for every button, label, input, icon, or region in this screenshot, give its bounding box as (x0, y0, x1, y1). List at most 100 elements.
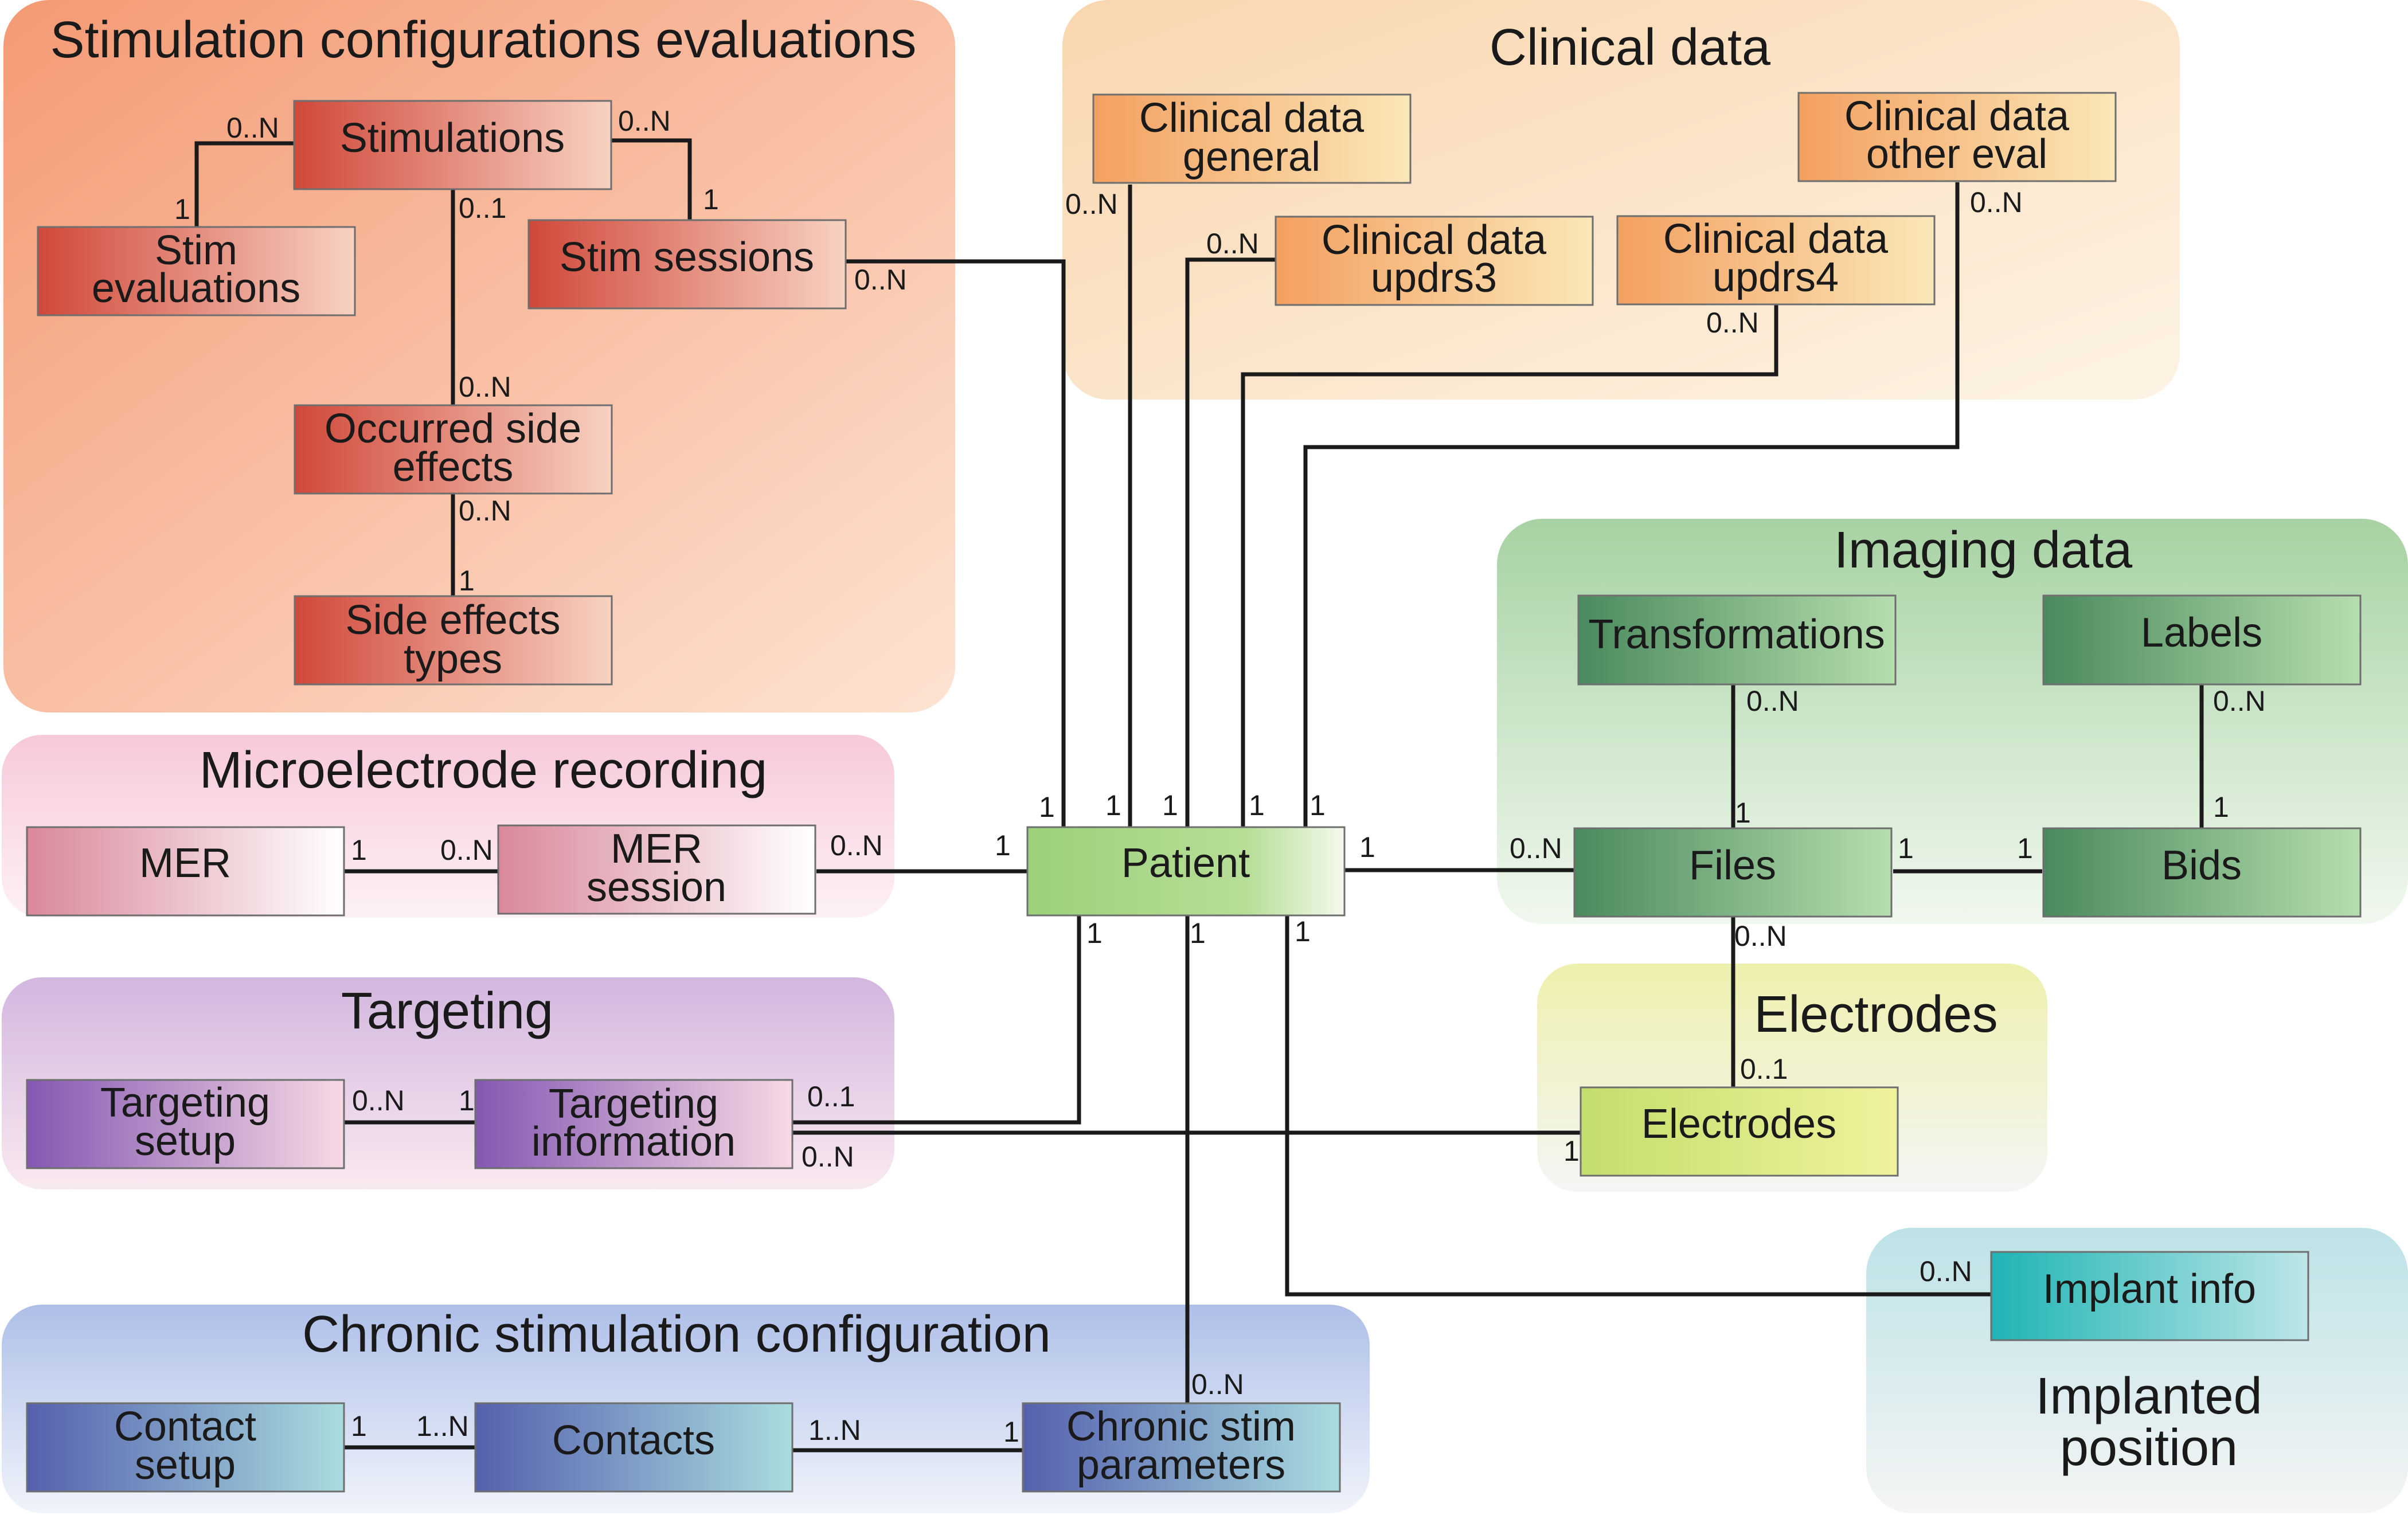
group-title-chronic: Chronic stimulation configuration (302, 1306, 1051, 1363)
entity-chronic-stim-parameters-label-1: Chronic stim (1066, 1404, 1296, 1450)
entity-stim-sessions-label: Stim sessions (560, 234, 814, 280)
entity-targeting-information[interactable] (474, 1079, 793, 1169)
group-title-clinical: Clinical data (1490, 19, 1771, 76)
card-updrs4-to-patient: 0..N (1706, 307, 1759, 339)
card-patient-right: 1 (1359, 831, 1375, 863)
card-files-to-electrodes-b: 0..1 (1740, 1053, 1788, 1085)
cardinality-labels: 0..N 1 0..N 1 0..1 0..N 0..N 1 0..N 0..N… (174, 105, 2266, 1448)
entity-clinical-updrs4[interactable] (1616, 215, 1936, 306)
card-patient-top-2: 1 (1105, 789, 1121, 821)
card-contacts-to-params-b: 1 (1003, 1416, 1019, 1448)
entity-clinical-general-label-2: general (1183, 134, 1320, 180)
entity-clinical-updrs4-label-1: Clinical data (1663, 216, 1889, 262)
entity-patient-label: Patient (1121, 840, 1250, 886)
group-title-mer: Microelectrode recording (200, 742, 767, 799)
card-tsetup-to-tinfo-a: 0..N (352, 1085, 405, 1117)
link-other-to-patient (1303, 182, 1960, 827)
entity-files[interactable] (1573, 827, 1893, 918)
entity-stim-sessions[interactable] (527, 219, 847, 310)
card-stims-to-sessions-b: 1 (703, 183, 719, 216)
card-files-from-patient: 0..N (1510, 832, 1562, 864)
entity-clinical-other-eval[interactable] (1797, 92, 2117, 182)
link-updrs3-to-patient (1185, 257, 1276, 827)
entity-contacts-label: Contacts (552, 1418, 715, 1463)
entity-chronic-stim-parameters[interactable] (1022, 1402, 1341, 1493)
card-files-to-electrodes-a: 0..N (1734, 920, 1787, 952)
card-sessions-to-patient: 0..N (854, 264, 907, 296)
card-tinfo-to-electrodes: 0..N (802, 1141, 854, 1173)
entity-files-label: Files (1689, 843, 1776, 888)
card-files-to-bids-a: 1 (1898, 832, 1914, 864)
entity-contact-setup-label-2: setup (135, 1442, 236, 1488)
entity-stim-evaluations[interactable] (37, 226, 356, 316)
entity-labels[interactable] (2042, 594, 2362, 686)
entity-mer-label: MER (139, 840, 231, 886)
card-params-from-patient: 0..N (1191, 1368, 1244, 1400)
entity-clinical-updrs3-label-1: Clinical data (1322, 217, 1547, 263)
card-contactsetup-to-contacts-a: 1 (351, 1410, 367, 1442)
group-stim-eval (3, 0, 955, 713)
entity-side-effects-types-label-1: Side effects (346, 597, 561, 643)
card-tinfo-to-patient: 0..1 (807, 1081, 855, 1113)
entity-contact-setup[interactable] (26, 1402, 345, 1493)
entity-targeting-setup[interactable] (26, 1079, 345, 1169)
card-stims-to-sessions-a: 0..N (618, 105, 671, 137)
card-ose-to-set-b: 1 (459, 565, 475, 597)
entity-transformations[interactable] (1577, 594, 1897, 686)
card-patient-bottom-3: 1 (1295, 915, 1311, 948)
entity-implant-info[interactable] (1990, 1251, 2309, 1341)
group-title-implanted-1: Implanted (2035, 1368, 2262, 1425)
card-contactsetup-to-contacts-b: 1..N (416, 1410, 469, 1442)
link-patient-to-implant (1285, 915, 1991, 1297)
group-title-stim-eval: Stimulation configurations evaluations (50, 11, 917, 69)
entity-mer-session-label-2: session (587, 864, 726, 910)
card-stims-to-ose-a: 0..1 (459, 192, 506, 224)
group-title-electrodes: Electrodes (1754, 986, 1997, 1043)
card-labels-to-bids-b: 1 (2213, 791, 2229, 823)
entity-clinical-other-eval-label-2: other eval (1866, 131, 2047, 177)
card-files-to-bids-b: 1 (2017, 832, 2033, 864)
entity-patient[interactable] (1026, 826, 1346, 917)
entity-mer-session-label-1: MER (611, 826, 702, 872)
entity-bids[interactable] (2042, 827, 2362, 918)
entity-stimulations[interactable] (293, 100, 612, 190)
entity-clinical-other-eval-label-1: Clinical data (1844, 93, 2070, 139)
entity-stimulations-label: Stimulations (340, 115, 565, 161)
card-patient-top-1: 1 (1039, 791, 1055, 823)
entity-clinical-updrs4-label-2: updrs4 (1713, 255, 1839, 300)
entity-mer-session[interactable] (497, 824, 816, 915)
entity-stim-evaluations-label-1: Stim (155, 228, 237, 273)
entity-implant-info-label: Implant info (2043, 1266, 2256, 1312)
card-patient-top-4: 1 (1249, 789, 1265, 821)
entity-contacts[interactable] (474, 1402, 793, 1493)
card-transf-to-files-a: 0..N (1746, 685, 1799, 717)
entity-targeting-information-label-2: information (531, 1119, 736, 1165)
entity-occurred-side-effects[interactable] (294, 404, 613, 495)
link-stims-to-sessions (611, 138, 692, 220)
entity-side-effects-types[interactable] (294, 595, 613, 686)
card-patient-left: 1 (995, 829, 1011, 862)
entity-targeting-information-label-1: Targeting (549, 1081, 718, 1127)
card-patient-bottom-1: 1 (1086, 917, 1103, 949)
card-stims-to-ose-b: 0..N (459, 371, 511, 403)
card-mer-to-session-b: 0..N (440, 834, 493, 866)
card-labels-to-bids-a: 0..N (2213, 685, 2266, 717)
card-general-to-patient: 0..N (1065, 188, 1118, 220)
entity-targeting-setup-label-1: Targeting (100, 1080, 270, 1126)
card-patient-bottom-2: 1 (1190, 917, 1206, 949)
entity-clinical-general-label-1: Clinical data (1139, 95, 1365, 141)
link-updrs4-to-patient (1241, 304, 1778, 827)
entity-mer[interactable] (26, 826, 345, 917)
entity-bids-label: Bids (2161, 843, 2242, 888)
entity-contact-setup-label-1: Contact (114, 1404, 256, 1450)
entity-chronic-stim-parameters-label-2: parameters (1077, 1442, 1285, 1488)
card-mer-to-session-a: 1 (351, 834, 367, 866)
entity-clinical-updrs3[interactable] (1275, 216, 1594, 306)
card-other-to-patient: 0..N (1970, 186, 2023, 218)
entity-clinical-general[interactable] (1092, 93, 1412, 184)
entity-electrodes[interactable] (1580, 1086, 1899, 1177)
group-title-targeting: Targeting (341, 982, 553, 1040)
entity-clinical-updrs3-label-2: updrs3 (1371, 255, 1497, 301)
